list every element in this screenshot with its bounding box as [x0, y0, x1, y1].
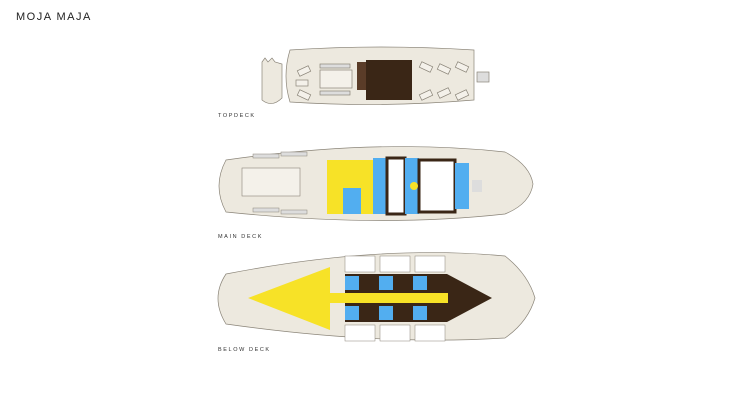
below-deck-plan: [217, 252, 536, 342]
dinghy: [261, 57, 283, 104]
bath-blue: [343, 188, 361, 214]
wheelhouse-roof: [366, 60, 412, 100]
deck-label-below-deck: BELOW DECK: [218, 347, 271, 353]
deck-label-topdeck: TOPDECK: [218, 113, 256, 119]
sunbeds: [295, 61, 470, 101]
deck-label-main-deck: MAIN DECK: [218, 234, 263, 240]
bathrooms: [345, 276, 427, 320]
cabin-frame: [417, 158, 457, 214]
dining-table: [241, 167, 301, 197]
topdeck-plan: [261, 46, 490, 105]
bench: [319, 63, 351, 69]
page-title: MOJA MAJA: [16, 11, 92, 23]
bunks: [344, 255, 446, 342]
stairs: [476, 71, 490, 83]
lounge-table: [319, 69, 353, 89]
cabin-frame: [385, 156, 407, 216]
corridor: [330, 293, 448, 303]
forward-cabin: [248, 267, 330, 330]
bath-blue: [373, 158, 387, 214]
bench: [319, 90, 351, 96]
main-deck-plan: [218, 146, 534, 221]
bath-blue: [455, 163, 469, 209]
